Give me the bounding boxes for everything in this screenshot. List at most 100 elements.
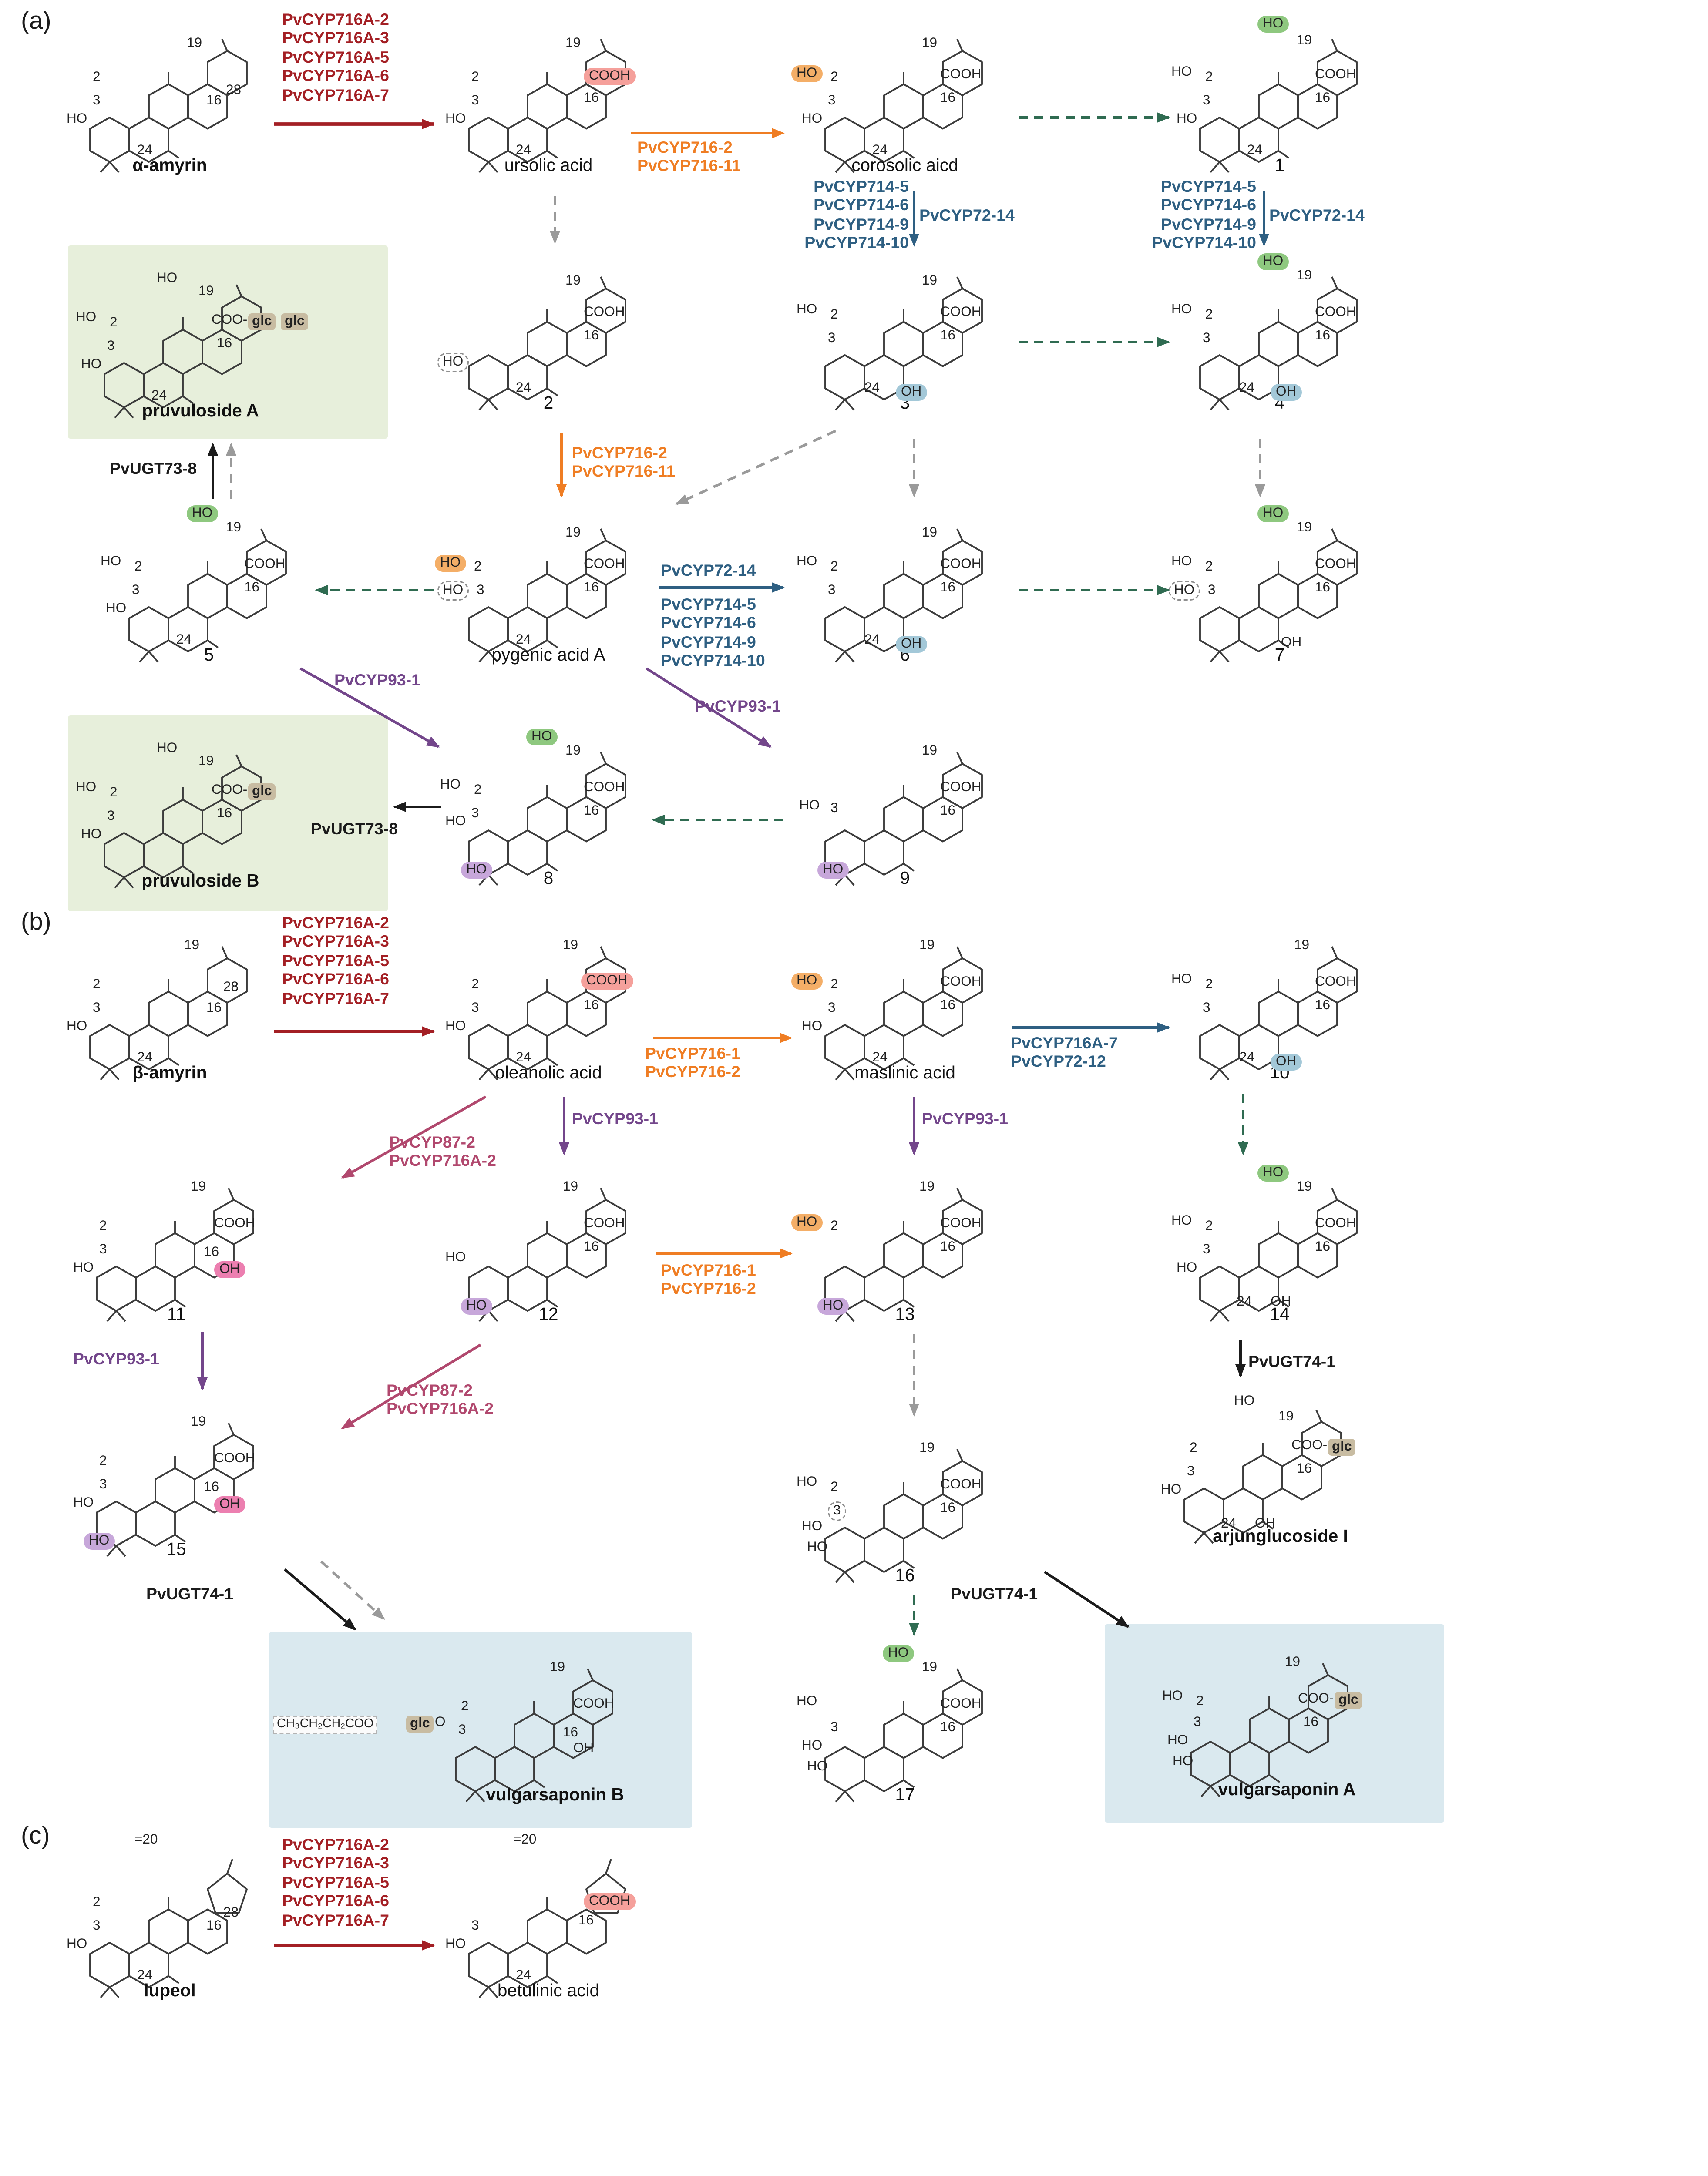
enzyme-label: PvCYP716A-5 <box>282 951 389 970</box>
enzyme-label: PvCYP716-2 <box>661 1280 756 1299</box>
atom-label: 16 <box>217 336 232 351</box>
atom-label: 24 <box>137 1050 153 1065</box>
atom-label: OH <box>214 1261 245 1278</box>
enzyme-group-cyp72-14-mid: PvCYP72-14 <box>661 561 756 580</box>
compound-name-1: 1 <box>1274 155 1285 175</box>
triterpene-skeleton <box>824 946 983 1081</box>
glycosyl-label: glc <box>281 313 309 330</box>
enzyme-label: PvCYP714-10 <box>804 234 909 252</box>
compound-name-vulgarsaponin-B: vulgarsaponin B <box>486 1785 624 1804</box>
glycosyl-label: glc <box>248 783 276 800</box>
atom-label: HO <box>791 65 823 82</box>
atom-label: 16 <box>206 1918 222 1934</box>
atom-label: 24 <box>872 1050 888 1065</box>
triterpene-skeleton <box>1190 1663 1348 1797</box>
atom-label: 24 <box>1239 380 1255 396</box>
atom-label: 16 <box>940 1500 956 1516</box>
atom-label: 3 <box>828 330 836 346</box>
atom-label: HO <box>445 1018 466 1034</box>
enzyme-group-cyp93-1-to-15: PvCYP93-1 <box>73 1350 159 1369</box>
enzyme-label: PvCYP72-14 <box>919 206 1015 225</box>
atom-label: 16 <box>584 997 599 1013</box>
atom-label: 16 <box>1315 1239 1331 1255</box>
compound-name-pruvuloside-A: pruvuloside A <box>142 401 259 420</box>
enzyme-label: PvCYP714-10 <box>661 651 765 670</box>
atom-label: HO <box>76 779 97 795</box>
enzyme-label: PvCYP714-9 <box>661 633 756 651</box>
atom-label: 3 <box>93 1918 101 1934</box>
compound-name-8: 8 <box>543 868 554 888</box>
atom-label: COOH <box>581 973 633 989</box>
arrow-3-to-pygenic-acid-A <box>675 430 837 505</box>
enzyme-label: PvCYP87-2 <box>387 1381 473 1400</box>
atom-label: 2 <box>471 977 479 992</box>
atom-label: =20 <box>134 1832 158 1847</box>
enzyme-label: PvCYP716-2 <box>637 138 733 157</box>
enzyme-label: PvCYP716A-2 <box>282 914 389 932</box>
atom-label: 16 <box>940 997 956 1013</box>
atom-label: 19 <box>191 1179 206 1195</box>
enzyme-label: PvCYP716-1 <box>645 1044 740 1063</box>
atom-label: 16 <box>1315 580 1331 595</box>
compound-name-vulgarsaponin-A: vulgarsaponin A <box>1218 1780 1356 1799</box>
enzyme-label: PvCYP716A-3 <box>282 933 389 951</box>
enzyme-group-cyp93-1-to-9: PvCYP93-1 <box>695 697 781 716</box>
atom-label: HO <box>435 555 466 571</box>
atom-label: 19 <box>565 273 581 289</box>
atom-label: HO <box>1171 1213 1192 1229</box>
triterpene-skeleton <box>96 1423 254 1557</box>
atom-label: HO <box>101 554 121 569</box>
glycosyl-label: glc <box>248 313 276 330</box>
triterpene-skeleton <box>824 528 983 663</box>
atom-label: HO <box>799 798 820 813</box>
atom-label: HO <box>445 1936 466 1952</box>
atom-label: HO <box>883 1645 914 1662</box>
atom-label: HO <box>1167 1733 1188 1748</box>
enzyme-group-ugt74-1-to-vulgA: PvUGT74-1 <box>951 1585 1038 1604</box>
enzyme-label: PvCYP716A-2 <box>282 1836 389 1854</box>
atom-label: COOH <box>584 779 625 795</box>
atom-label: 19 <box>1297 268 1312 283</box>
atom-label: 3 <box>93 1000 101 1016</box>
compound-name-lupeol: lupeol <box>144 1981 196 2000</box>
atom-label: 24 <box>176 632 192 648</box>
atom-label: HO <box>73 1495 94 1511</box>
enzyme-label: PvCYP714-9 <box>1161 215 1256 234</box>
atom-label: 19 <box>1294 937 1310 953</box>
enzyme-label: PvCYP716A-3 <box>282 29 389 48</box>
compound-name-17: 17 <box>895 1785 915 1804</box>
atom-label: 19 <box>184 937 200 953</box>
atom-label: 2 <box>1205 69 1213 85</box>
atom-label: COOH <box>244 556 286 572</box>
atom-label: 2 <box>830 307 838 322</box>
atom-label: 24 <box>516 380 531 396</box>
atom-label: 16 <box>940 328 956 343</box>
atom-label: 16 <box>244 580 260 595</box>
atom-label: COOH <box>214 1451 256 1466</box>
atom-label: 16 <box>204 1244 219 1260</box>
atom-label: HO <box>461 1298 492 1314</box>
enzyme-label: PvCYP716-1 <box>661 1261 756 1279</box>
atom-label: 16 <box>204 1479 219 1495</box>
atom-label: 24 <box>872 142 888 158</box>
atom-label: 19 <box>1285 1654 1301 1670</box>
atom-label: HO <box>802 1518 823 1534</box>
triterpene-skeleton <box>104 284 262 419</box>
enzyme-label: PvCYP72-14 <box>661 561 756 580</box>
atom-label: 2 <box>134 559 142 574</box>
enzyme-label: PvCYP716A-6 <box>282 1892 389 1911</box>
atom-label: 28 <box>226 82 242 98</box>
enzyme-label: PvCYP72-14 <box>1269 206 1365 225</box>
